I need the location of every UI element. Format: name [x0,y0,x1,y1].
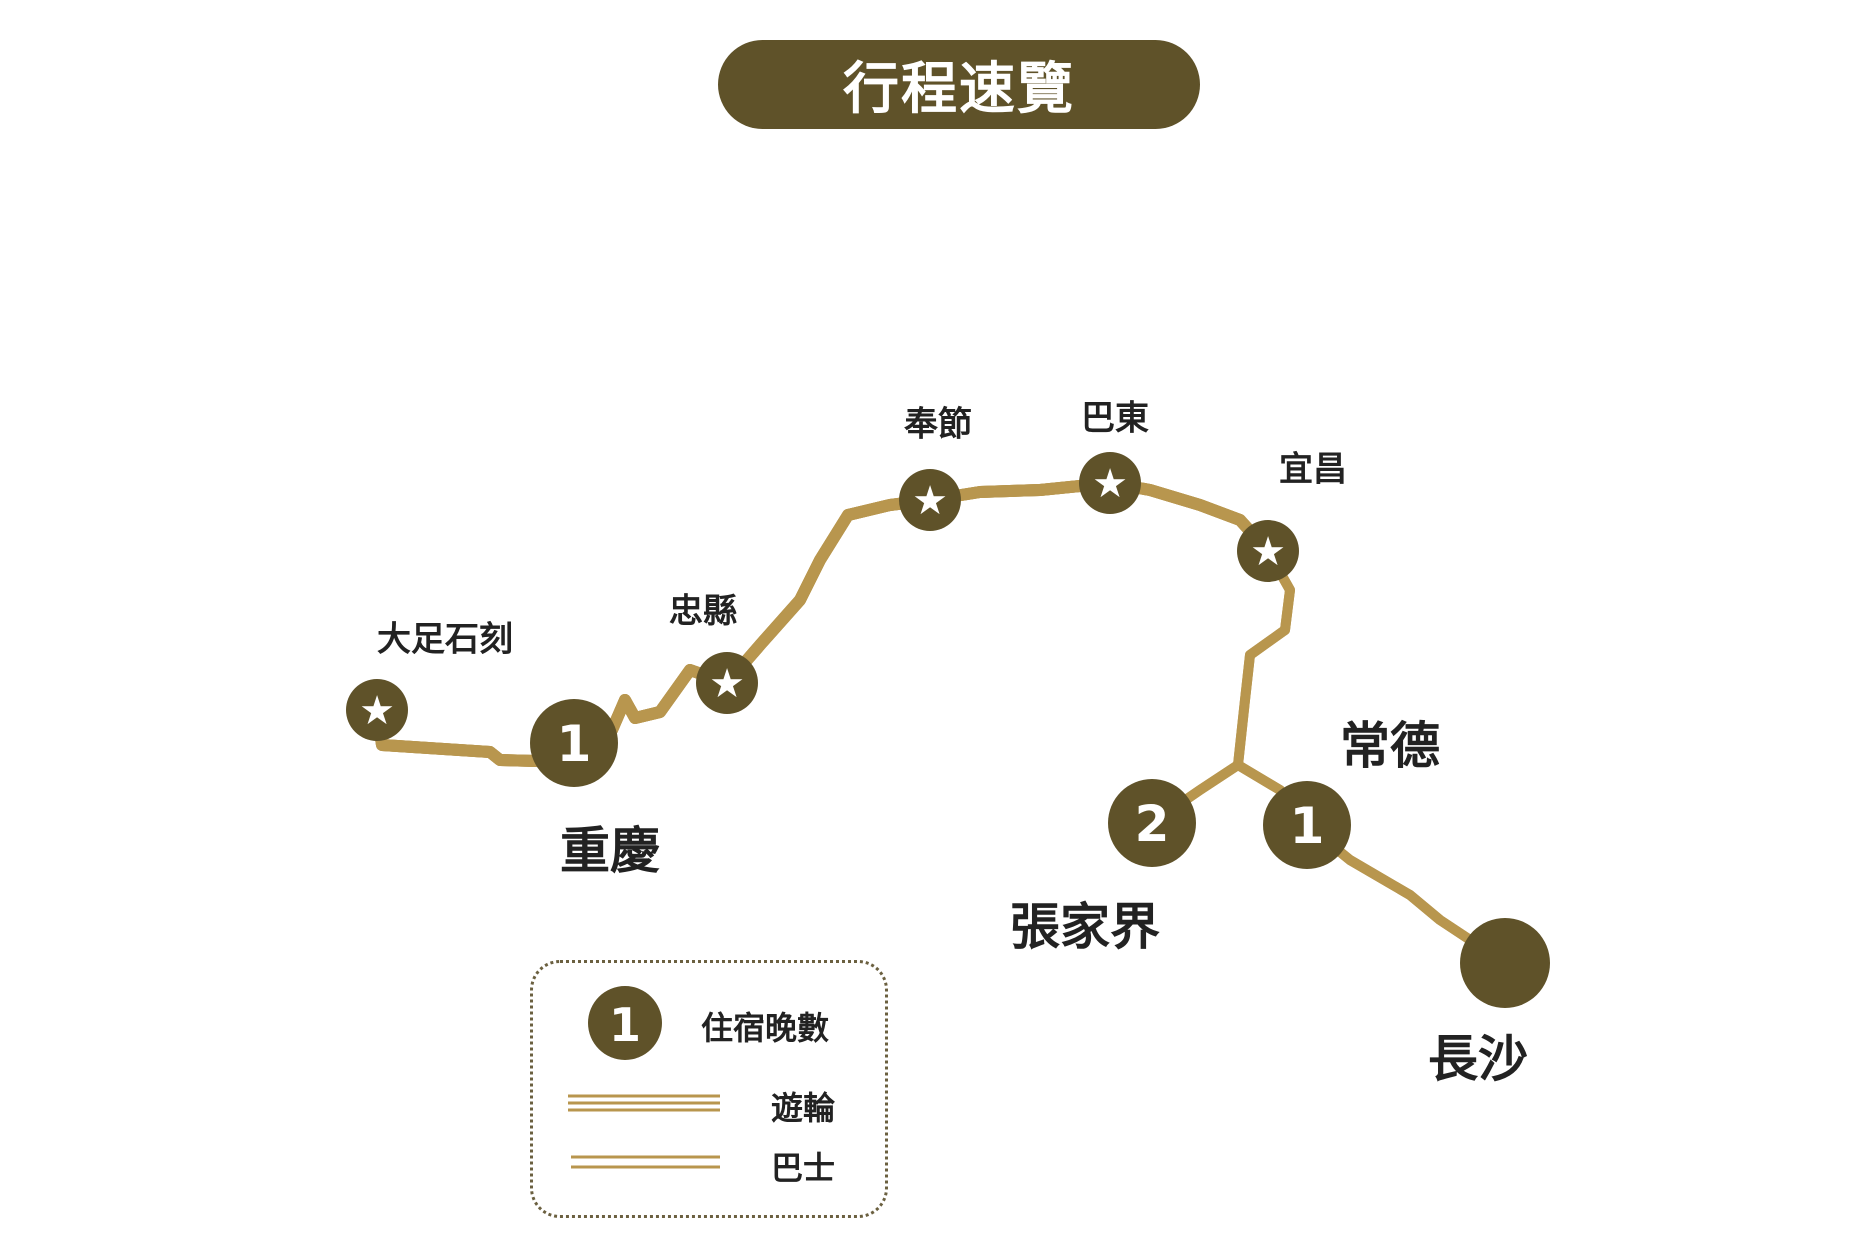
star-icon: ★ [912,478,948,524]
legend: 1 住宿晚數 遊輪 巴士 [530,960,888,1218]
stop-label: 大足石刻 [377,619,513,660]
nights-count: 1 [1290,797,1325,855]
star-icon: ★ [1250,529,1286,575]
stop-label: 巴東 [1081,398,1149,439]
legend-nights-label: 住宿晚數 [701,1009,830,1047]
bus-line-icon [571,1155,720,1169]
stop-label: 奉節 [904,404,972,445]
legend-symbols: 1 [568,986,720,1169]
stop-label: 重慶 [560,821,660,880]
star-icon: ★ [1092,461,1128,507]
nights-count: 2 [1135,795,1170,853]
stop-marker-fengjie: ★ [899,469,961,531]
stop-label: 張家界 [1010,897,1160,956]
stop-marker-zhangjiajie: 2 [1108,779,1196,867]
stop-marker-dazu: ★ [346,679,408,741]
nights-circle-icon [588,986,662,1060]
stop-marker-badong: ★ [1079,452,1141,514]
stop-label: 宜昌 [1279,449,1347,490]
cruise-line-icon [568,1094,720,1112]
stop-label: 長沙 [1428,1029,1528,1088]
legend-bus-label: 巴士 [771,1149,836,1187]
stop-label: 常德 [1340,716,1440,775]
star-icon: ★ [359,688,395,734]
nights-count: 1 [557,715,592,773]
stop-label: 忠縣 [669,591,737,632]
stop-marker-yichang: ★ [1237,520,1299,582]
bus-route [1152,551,1505,963]
stop-marker-changsha [1460,918,1550,1008]
stop-marker-chongqing: 1 [530,699,618,787]
page-title: 行程速覽 [718,40,1200,129]
stop-marker-changde: 1 [1263,781,1351,869]
stop-marker-zhongxian: ★ [696,652,758,714]
star-icon: ★ [709,661,745,707]
legend-cruise-label: 遊輪 [771,1089,836,1127]
legend-nights-sample: 1 [609,998,641,1052]
